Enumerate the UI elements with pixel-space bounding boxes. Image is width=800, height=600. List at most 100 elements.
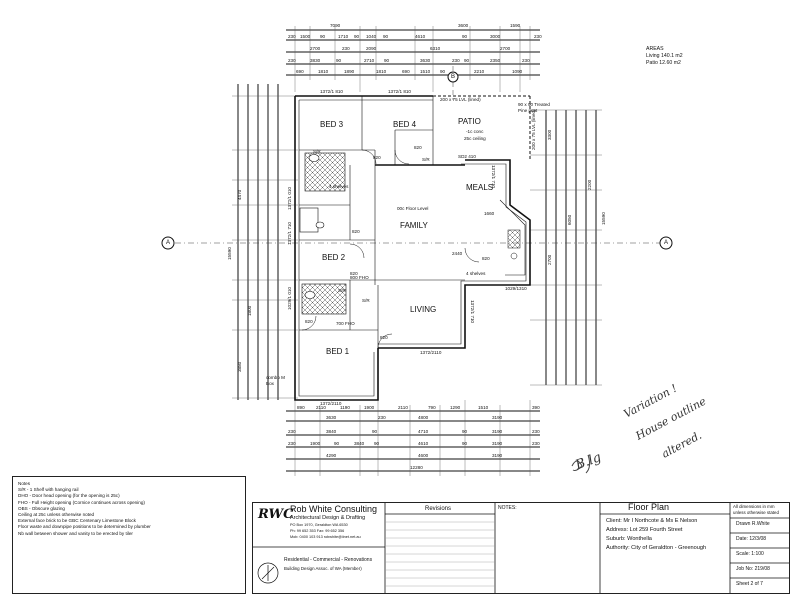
dim-bot-r3-2: 90 [372,429,378,434]
dim-bot-r1-5: 790 [428,405,436,410]
dim-top-r4-6: 230 [452,58,460,63]
dim-bot-r4-6: 90 [462,441,468,446]
dim-top-r5-3: 1810 [376,69,387,74]
dim-top-r5-0: 690 [296,69,304,74]
company-seal-icon [257,562,279,584]
patio-note-1: -1c conc [466,129,484,134]
dim-top-r4-4: 90 [384,58,390,63]
dim-bot-r4-3: 3840 [354,441,365,446]
drawing-scale: Scale: 1:100 [736,551,764,557]
suburb-line: Suburb: Wonthella [606,536,652,542]
dim-top-r4-5: 3630 [420,58,431,63]
dim-top-r2-10: 230 [534,34,542,39]
shelves-living: 4 shelves [466,271,486,276]
dim-top-r2-7: 4610 [415,34,426,39]
dim-right-4: 2200 [587,179,592,190]
patio-note-2: 25c ceiling [464,136,486,141]
dim-bot-r6-0: 12280 [410,465,423,470]
dim-bot-r4-4: 90 [374,441,380,446]
shelf-rail-2: S/R [422,157,430,162]
dim-left-1: 1800 [247,305,252,316]
dim-top-r2-9: 3000 [490,34,501,39]
company-mobile: Mob: 0400 103 913 robwhite@iinet.net.au [290,535,361,539]
dim-top-r2-4: 90 [354,34,360,39]
dim-bot-r2-0: 3630 [326,415,337,420]
sheet-number: Sheet 2 of 7 [736,581,763,587]
dim-bot-r4-5: 4610 [418,441,429,446]
dim-bot-r3-4: 90 [462,429,468,434]
areas-box: AREAS Living 140.1 m2 Patio 12.60 m2 [646,46,683,67]
signature-mark [571,454,591,474]
dim-top-r5-2: 1890 [344,69,355,74]
dim-top-r4-8: 2350 [490,58,501,63]
window-living-side: 1372/1 710 [470,300,475,323]
dim-right-0: 15590 [601,212,606,225]
dim-bot-r1-8: 390 [532,405,540,410]
company-address: PO Box 1970, Geraldton WA 6530 [290,523,348,527]
revisions-heading: Revisions [425,506,452,512]
dim-left-0: 3880 [237,361,242,372]
notes-line: External face brick to be GBC Centenary … [18,518,136,524]
dim-bot-r1-7: 1510 [478,405,489,410]
dim-right-2: 2700 [547,254,552,265]
dim-bot-r1-2: 1190 [340,405,350,410]
notes-line: Nb wall between shower and vanity to be … [18,530,133,536]
dim-1660: 1660 [484,211,495,216]
company-tagline: Residential - Commercial - Renovations [284,557,373,563]
notes-line: Ceiling at 25c unless otherwise noted [18,511,95,517]
room-living: LIVING [410,305,437,314]
floor-level-label: 00c Floor Level [397,206,429,211]
dim-top-r5-4: 690 [402,69,410,74]
job-number: Job No: 219/08 [736,566,770,572]
room-meals: MEALS [466,183,494,192]
window-wc: 1372/1 010 [287,187,292,210]
dim-top-r2-0: 230 [288,34,296,39]
dim-top-r2-1: 1500 [300,34,311,39]
company-subtitle: Architectural Design & Drafting [290,515,366,521]
lvl-lined-side: 200 x 75 LVL (lined) [531,109,536,150]
notes-line: S/R - 1 Shelf with hanging rail [18,487,79,493]
dim-top-r5-7: 2210 [474,69,485,74]
areas-heading: AREAS [646,46,664,52]
dimensions-note-2: unless otherwise stated [733,510,779,515]
dim-2440: 2440 [452,251,463,256]
door-820-f: 820 [305,319,313,324]
dim-top-r3-0: 2700 [310,46,321,51]
dim-top-r2-6: 90 [383,34,389,39]
dim-bot-r1-0: 890 [297,405,305,410]
dim-bot-r5-2: 3190 [492,453,503,458]
dim-bot-r3-0: 230 [288,429,296,434]
door-820-a: 820 [373,155,381,160]
section-b: B [451,74,456,80]
dim-top-r4-0: 230 [288,58,296,63]
company-membership: Building Design Assoc. of WA (Member) [284,566,362,571]
notes-heading-title: NOTES: [498,505,517,511]
dim-bot-r5-1: 4600 [418,453,429,458]
shelf-rail-3: S/R [338,288,346,293]
dim-top-r2-2: 90 [320,34,326,39]
sliding-door-label: SD2 410 [458,154,476,159]
dim-bot-r1-1: 2110 [316,405,326,410]
dim-top-r3-4: 2700 [500,46,511,51]
dim-bot-r3-6: 230 [532,429,540,434]
dim-bot-r3-3: 4710 [418,429,429,434]
areas-patio: Patio 12.60 m2 [646,60,681,67]
notes-line: FHO - Full Height opening (Cornice conti… [18,499,145,505]
door-820-g: 820 [380,335,388,340]
dim-bot-r4-2: 90 [334,441,340,446]
door-820-e: 820 [482,256,490,261]
window-meals: 1372/1 710 [491,165,496,188]
room-patio: PATIO [458,117,481,126]
combo-meter-box: combo M Box [266,375,285,386]
notes-heading: Notes [18,481,31,486]
dim-left-3: 4470 [237,189,242,200]
window-bed3: 1372/1 810 [320,89,343,94]
dim-top-r3-1: 230 [342,46,350,51]
dim-top-r2-3: 1710 [338,34,349,39]
dim-left-2: 15590 [227,247,232,260]
window-bath: 1029/1 010 [287,287,292,310]
dim-top-r3-2: 2090 [366,46,377,51]
dim-bot-r1-4: 2110 [398,405,408,410]
dim-top-r4-7: 90 [464,58,470,63]
